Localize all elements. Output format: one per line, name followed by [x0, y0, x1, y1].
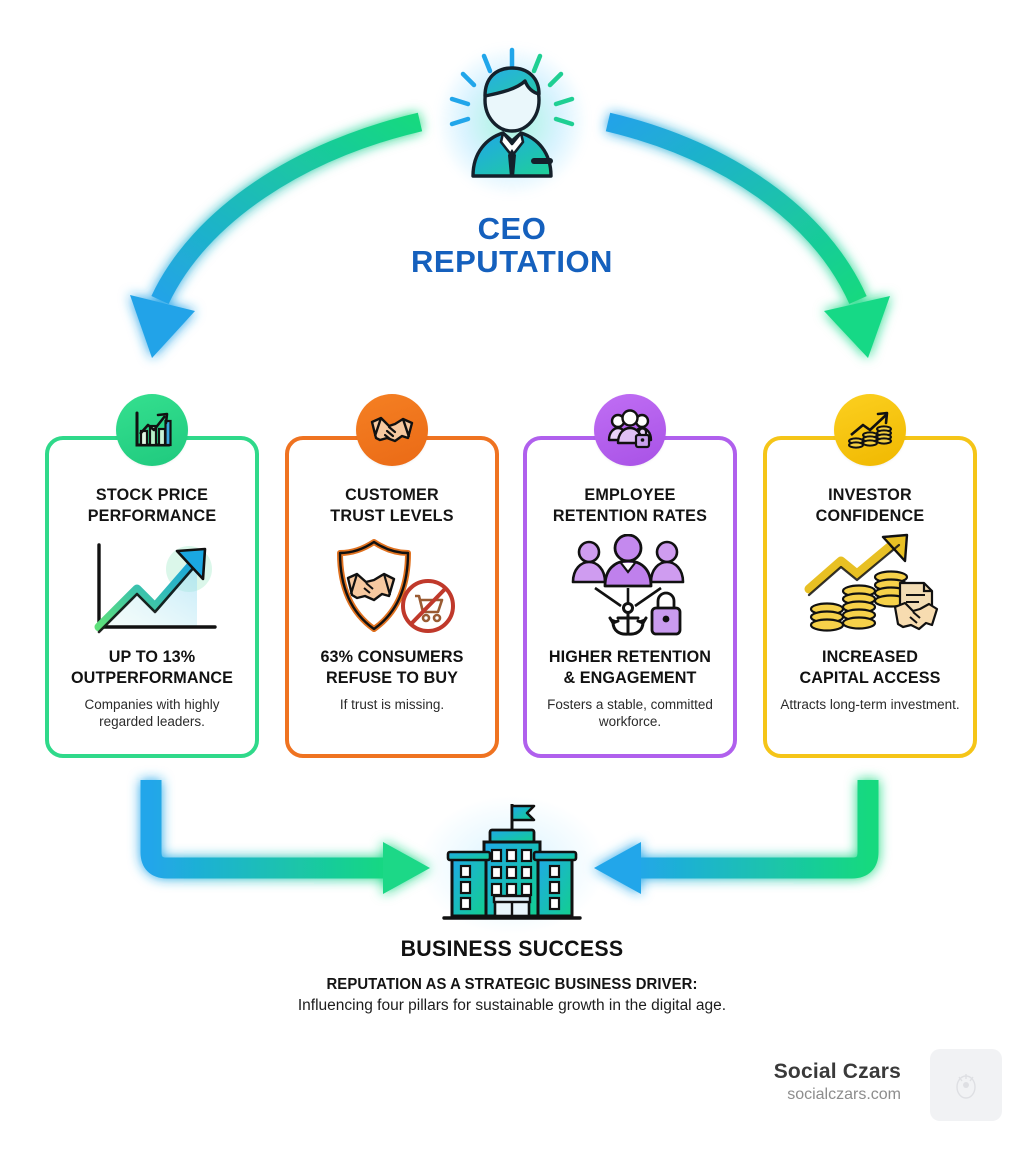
card-title-line2: RETENTION RATES: [552, 506, 708, 525]
handshake-icon: [356, 394, 428, 466]
card-description: Companies with highly regarded leaders.: [84, 697, 220, 729]
card-description: Attracts long-term investment.: [780, 697, 960, 712]
card-stat: HIGHER RETENTION & ENGAGEMENT: [532, 646, 728, 688]
card-stock-price-performance[interactable]: STOCK PRICE PERFORMANCE: [45, 394, 259, 758]
brand-name: Social Czars: [773, 1060, 901, 1083]
coin-stacks-handshake-icon: [767, 532, 973, 644]
card-title: STOCK PRICE PERFORMANCE: [54, 484, 250, 526]
card-stat: UP TO 13% OUTPERFORMANCE: [54, 646, 250, 688]
brand-url[interactable]: socialczars.com: [787, 1086, 901, 1103]
card-title-line2: PERFORMANCE: [87, 506, 217, 525]
card-stat-line1: UP TO 13%: [108, 647, 196, 666]
card-description: Fosters a stable, committed workforce.: [547, 697, 713, 729]
card-title-line1: CUSTOMER: [345, 485, 439, 504]
card-stat-line1: INCREASED: [822, 647, 918, 666]
card-stat-line1: HIGHER RETENTION: [548, 647, 712, 666]
card-description: If trust is missing.: [339, 697, 445, 712]
card-title-line1: EMPLOYEE: [584, 485, 676, 504]
rising-line-chart-icon: [49, 532, 255, 644]
card-title-line1: STOCK PRICE: [95, 485, 209, 504]
card-title-line2: CONFIDENCE: [815, 506, 925, 525]
team-anchor-padlock-icon: [527, 532, 733, 644]
footer-headline: REPUTATION AS A STRATEGIC BUSINESS DRIVE…: [326, 976, 698, 993]
card-stat-line2: REFUSE TO BUY: [326, 668, 458, 687]
ceo-title-line2: REPUTATION: [411, 244, 613, 279]
social-czars-logo-icon: [930, 1049, 1002, 1121]
ceo-title-line1: CEO: [477, 211, 547, 246]
people-lock-icon: [594, 394, 666, 466]
card-title: INVESTOR CONFIDENCE: [772, 484, 968, 526]
coins-growth-icon: [834, 394, 906, 466]
card-title-line1: INVESTOR: [828, 485, 912, 504]
ceo-businessman-icon: [427, 36, 597, 206]
card-stat-line2: CAPITAL ACCESS: [799, 668, 941, 687]
shield-handshake-no-cart-icon: [289, 532, 495, 644]
branding: Social Czars socialczars.com: [774, 1060, 901, 1104]
card-investor-confidence[interactable]: INVESTOR CONFIDENCE: [763, 394, 977, 758]
card-stat: INCREASED CAPITAL ACCESS: [772, 646, 968, 688]
pillar-cards: STOCK PRICE PERFORMANCE: [45, 394, 979, 760]
card-stat-line1: 63% CONSUMERS: [320, 647, 464, 666]
card-title: CUSTOMER TRUST LEVELS: [294, 484, 490, 526]
ceo-header: CEO REPUTATION: [362, 36, 662, 278]
card-stat-line2: & ENGAGEMENT: [563, 668, 697, 687]
card-employee-retention-rates[interactable]: EMPLOYEE RETENTION RATES: [523, 394, 737, 758]
ray-lines: [449, 47, 575, 127]
card-customer-trust-levels[interactable]: CUSTOMER TRUST LEVELS: [285, 394, 499, 758]
office-building-flag-icon: [417, 795, 607, 935]
card-title: EMPLOYEE RETENTION RATES: [532, 484, 728, 526]
card-stat-line2: OUTPERFORMANCE: [71, 668, 233, 687]
business-success-title: BUSINESS SUCCESS: [400, 936, 624, 961]
footer-subtext: Influencing four pillars for sustainable…: [297, 997, 727, 1014]
bar-chart-growth-icon: [116, 394, 188, 466]
business-success-block: BUSINESS SUCCESS REPUTATION AS A STRATEG…: [0, 795, 1024, 1015]
card-title-line2: TRUST LEVELS: [330, 506, 454, 525]
page-title: CEO REPUTATION: [362, 212, 662, 278]
card-stat: 63% CONSUMERS REFUSE TO BUY: [294, 646, 490, 688]
